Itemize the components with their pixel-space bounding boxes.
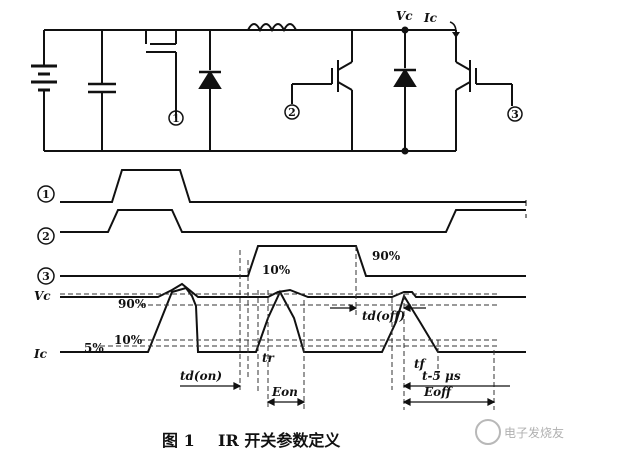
timing-label-t5us: t-5 μs	[422, 369, 461, 383]
label-90pct-top: 90%	[372, 249, 401, 263]
diode-2	[393, 30, 417, 151]
gate-2-waveform	[60, 209, 526, 233]
timing-label-tf: tf	[414, 357, 427, 371]
timing-arrows	[180, 304, 510, 406]
label-90pct-left: 90%	[118, 297, 147, 311]
mosfet-switch-1	[145, 30, 177, 118]
row-marker-label-1: 1	[42, 188, 50, 201]
battery-symbol	[31, 30, 57, 151]
timing-label-td-on: td(on)	[180, 369, 222, 383]
watermark-logo-icon	[475, 419, 501, 445]
node-label-vc: Vc	[396, 9, 413, 23]
node-label-ic: Ic	[423, 11, 438, 25]
row-marker-circle-1	[37, 185, 55, 203]
igbt-2	[291, 30, 353, 151]
axis-label-ic: Ic	[33, 347, 48, 361]
watermark: 电子发烧友	[475, 419, 564, 445]
timing-label-td-off: td(off)	[362, 309, 405, 323]
waveform-traces	[60, 169, 527, 353]
current-arrow-icon	[449, 21, 457, 33]
gate-1-waveform	[60, 169, 526, 203]
row-marker-circle-3	[37, 267, 55, 285]
inductor-coil	[247, 23, 297, 33]
ground-node	[401, 147, 409, 155]
label-10pct-top: 10%	[262, 263, 291, 277]
marker-label-3: 3	[511, 108, 519, 121]
marker-label-2: 2	[288, 106, 296, 119]
marker-label-1: 1	[172, 112, 180, 125]
freewheel-diode	[198, 30, 222, 151]
row-marker-label-3: 3	[42, 270, 50, 283]
gate-3-waveform	[60, 245, 526, 277]
timing-label-e-on: Eon	[271, 385, 298, 399]
row-marker-circle-2	[37, 227, 55, 245]
watermark-text: 电子发烧友	[504, 425, 564, 440]
timing-label-tr: tr	[262, 351, 276, 365]
label-5pct: 5%	[84, 341, 104, 355]
figure-caption: IR 开关参数定义	[218, 431, 340, 450]
row-marker-label-2: 2	[42, 230, 50, 243]
waveform-row-markers	[37, 185, 55, 285]
figure-number: 图 1	[162, 431, 195, 450]
vc-node	[401, 26, 409, 34]
marker-circle-1	[168, 110, 184, 126]
marker-circle-3	[507, 106, 523, 122]
circuit-schematic	[31, 21, 523, 155]
axis-label-vc: Vc	[34, 289, 51, 303]
reference-lines	[60, 246, 500, 410]
capacitor-symbol	[88, 30, 116, 151]
label-10pct-left: 10%	[114, 333, 143, 347]
marker-circle-2	[284, 104, 300, 120]
timing-label-e-off: Eoff	[423, 385, 453, 399]
igbt-3	[440, 29, 513, 151]
vc-waveform	[60, 282, 526, 298]
